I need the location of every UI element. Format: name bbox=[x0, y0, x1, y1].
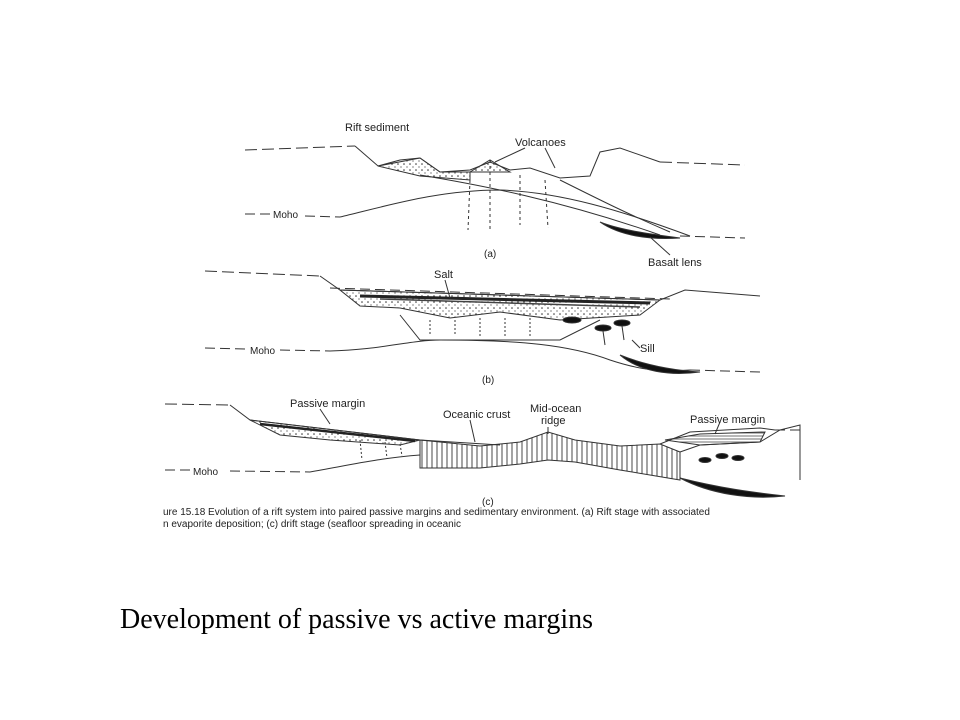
panel-b-label-sill: Sill bbox=[640, 343, 655, 355]
panel-a-dashed-surface-right bbox=[659, 161, 746, 166]
panel-c-basalt bbox=[679, 477, 786, 498]
panel-b-dashed-moho-right bbox=[689, 369, 761, 373]
panel-c-oceanic-leader bbox=[469, 419, 476, 443]
panel-b-sediment bbox=[338, 289, 662, 321]
panel-a-label-basalt: Basalt lens bbox=[648, 257, 702, 269]
figure-caption-line-1: ure 15.18 Evolution of a rift system int… bbox=[163, 507, 710, 518]
panel-a-dashed-moho-mid bbox=[304, 215, 341, 218]
panel-a-basalt-leader bbox=[649, 236, 671, 256]
panel-a bbox=[244, 145, 746, 256]
panel-b-dashed-moho-mid bbox=[279, 349, 331, 352]
panel-b-basalt bbox=[619, 354, 701, 374]
panel-a-fault-4 bbox=[467, 179, 471, 231]
panel-c-right-block bbox=[679, 424, 801, 480]
panel-b-sill-leader bbox=[631, 339, 641, 349]
panel-c-dashed-moho-mid bbox=[229, 470, 311, 473]
panel-c-label-ridge-2: ridge bbox=[541, 415, 565, 427]
panel-c-label-passive-right: Passive margin bbox=[690, 414, 765, 426]
panel-b-dashed-surface-left bbox=[204, 270, 321, 277]
panel-a-moho-line bbox=[339, 189, 691, 237]
panel-a-basalt-lens bbox=[599, 221, 681, 239]
panel-c-passive-left-leader bbox=[319, 408, 331, 425]
panel-b-crust-blocks bbox=[399, 314, 601, 341]
panel-b-dashed-surface-right bbox=[329, 287, 671, 300]
panel-b-salt-layer bbox=[359, 294, 651, 305]
panel-a-label-moho: Moho bbox=[273, 210, 298, 221]
panel-c-left-salt bbox=[259, 422, 416, 443]
panel-b-salt-leader bbox=[444, 279, 451, 299]
panel-c-label: (c) bbox=[482, 497, 494, 508]
panel-c-left-dikes bbox=[359, 439, 403, 461]
panel-c-dashed-surface-left bbox=[164, 403, 231, 406]
panel-c-oceanic-crust bbox=[419, 431, 681, 481]
panel-b-label: (b) bbox=[482, 375, 494, 386]
panel-a-fault-3 bbox=[544, 179, 549, 229]
panel-c-right-sill-1 bbox=[698, 457, 712, 463]
panel-c-label-passive-left: Passive margin bbox=[290, 398, 365, 410]
panel-a-dashed-surface-left bbox=[244, 145, 356, 151]
panel-b-sill-feeder-1 bbox=[602, 330, 606, 346]
panel-a-volcano-leader-2 bbox=[544, 147, 556, 169]
panel-b-salt-layer-2 bbox=[379, 298, 641, 308]
panel-c-label-moho: Moho bbox=[193, 467, 218, 478]
panel-c-label-ridge-1: Mid-ocean bbox=[530, 403, 581, 415]
panel-a-detachment bbox=[419, 174, 661, 236]
panel-c-label-oceanic: Oceanic crust bbox=[443, 409, 510, 421]
panel-b-sill-3 bbox=[613, 319, 631, 327]
panel-b-sill-feeder-2 bbox=[621, 325, 625, 341]
panel-a-label: (a) bbox=[484, 249, 496, 260]
panel-c-right-sediment bbox=[664, 431, 766, 446]
panel-c-left-crust-base bbox=[309, 454, 421, 473]
panel-c bbox=[164, 403, 801, 498]
panel-a-volcano-leader-1 bbox=[494, 147, 526, 163]
panel-b-dikes bbox=[429, 318, 531, 336]
panel-a-label-volcanoes: Volcanoes bbox=[515, 137, 566, 149]
panel-a-label-sediment: Rift sediment bbox=[345, 122, 409, 134]
panel-c-passive-right-leader bbox=[714, 421, 721, 435]
panel-b-label-moho: Moho bbox=[250, 346, 275, 357]
panel-a-dashed-moho-right bbox=[679, 235, 746, 239]
panel-b-sill-1 bbox=[562, 316, 582, 324]
figure-caption-line-2: n evaporite deposition; (c) drift stage … bbox=[163, 519, 461, 530]
panel-c-right-sill-3 bbox=[731, 455, 745, 461]
panel-a-rift-sediment-fill bbox=[377, 157, 471, 181]
panel-c-right-sill-2 bbox=[715, 453, 729, 459]
panel-b-sill-2 bbox=[594, 324, 612, 332]
panel-a-detachment-2 bbox=[559, 179, 671, 233]
slide-caption: Development of passive vs active margins bbox=[120, 604, 594, 635]
panel-b-label-salt: Salt bbox=[434, 269, 453, 281]
panel-b bbox=[204, 270, 761, 374]
panel-b-dashed-moho-left bbox=[204, 347, 246, 350]
